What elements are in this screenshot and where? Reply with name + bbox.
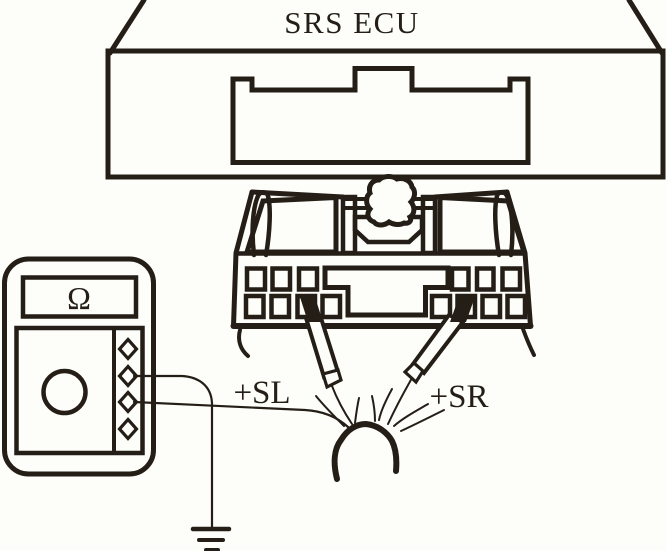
pin-hole — [449, 266, 471, 292]
ecu-top-right-edge — [626, 0, 665, 56]
left-test-probe — [299, 294, 343, 390]
pin-hole — [296, 266, 320, 292]
test-lead-wires — [132, 374, 445, 530]
harness-strand — [354, 397, 360, 424]
probe-tip — [402, 360, 426, 385]
latch-pocket — [352, 214, 425, 245]
pin-hole — [500, 266, 523, 292]
harness-strand — [378, 388, 393, 421]
connector-left-ear — [250, 190, 272, 258]
connector-keyway — [322, 265, 451, 318]
meter-display — [20, 275, 139, 319]
ohmmeter — [2, 256, 156, 477]
pin-hole — [480, 293, 503, 320]
harness-lead-wire — [132, 400, 350, 429]
pin-hole — [269, 293, 292, 320]
connector-right-panel — [437, 194, 528, 255]
meter-terminal-diamond — [117, 364, 139, 388]
harness-strand — [393, 403, 429, 427]
latch-right-post — [420, 194, 438, 256]
harness-strand — [315, 395, 345, 427]
probe-head — [299, 294, 323, 322]
ecu-top-left-edge — [107, 0, 147, 56]
harness-strand — [371, 395, 376, 422]
probe-wire-sr — [387, 377, 413, 425]
meter-dial-knob — [41, 368, 88, 416]
connector-left-panel — [243, 194, 339, 255]
pin-hole — [270, 266, 293, 292]
meter-terminal-diamond — [117, 390, 139, 414]
label-plus-sl: +SL — [233, 375, 290, 411]
pin-hole — [474, 266, 496, 292]
label-plus-sr: +SR — [430, 379, 489, 415]
ecu-connector-socket — [230, 66, 531, 165]
right-test-probe — [402, 294, 476, 385]
pin-row-upper — [244, 266, 523, 292]
pin-hole — [243, 293, 266, 320]
meter-terminal-diamond — [117, 417, 139, 441]
wiring-connector — [230, 174, 536, 358]
meter-panel — [14, 325, 145, 456]
ohm-symbol: Ω — [67, 280, 91, 316]
pin-hole — [505, 293, 528, 320]
probe-wire-sl — [331, 385, 353, 425]
connector-latch-tower — [340, 174, 438, 256]
latch-tab — [364, 174, 417, 228]
connector-left-edge — [231, 189, 255, 329]
pin-hole — [429, 293, 453, 320]
connector-left-skirt — [237, 328, 250, 358]
pin-hole — [244, 266, 268, 292]
meter-body — [2, 256, 156, 477]
wire-harness-boot — [331, 420, 400, 482]
meter-terminal-diamond — [117, 337, 139, 361]
probe-head — [450, 294, 476, 322]
connector-right-skirt — [521, 327, 536, 357]
pin-hole — [320, 293, 343, 320]
probe-tip — [320, 368, 343, 390]
ground-symbol — [190, 526, 232, 551]
ecu-title-label: SRS ECU — [284, 5, 419, 40]
ground-lead-wire — [132, 374, 214, 530]
harness-strand — [400, 409, 445, 432]
